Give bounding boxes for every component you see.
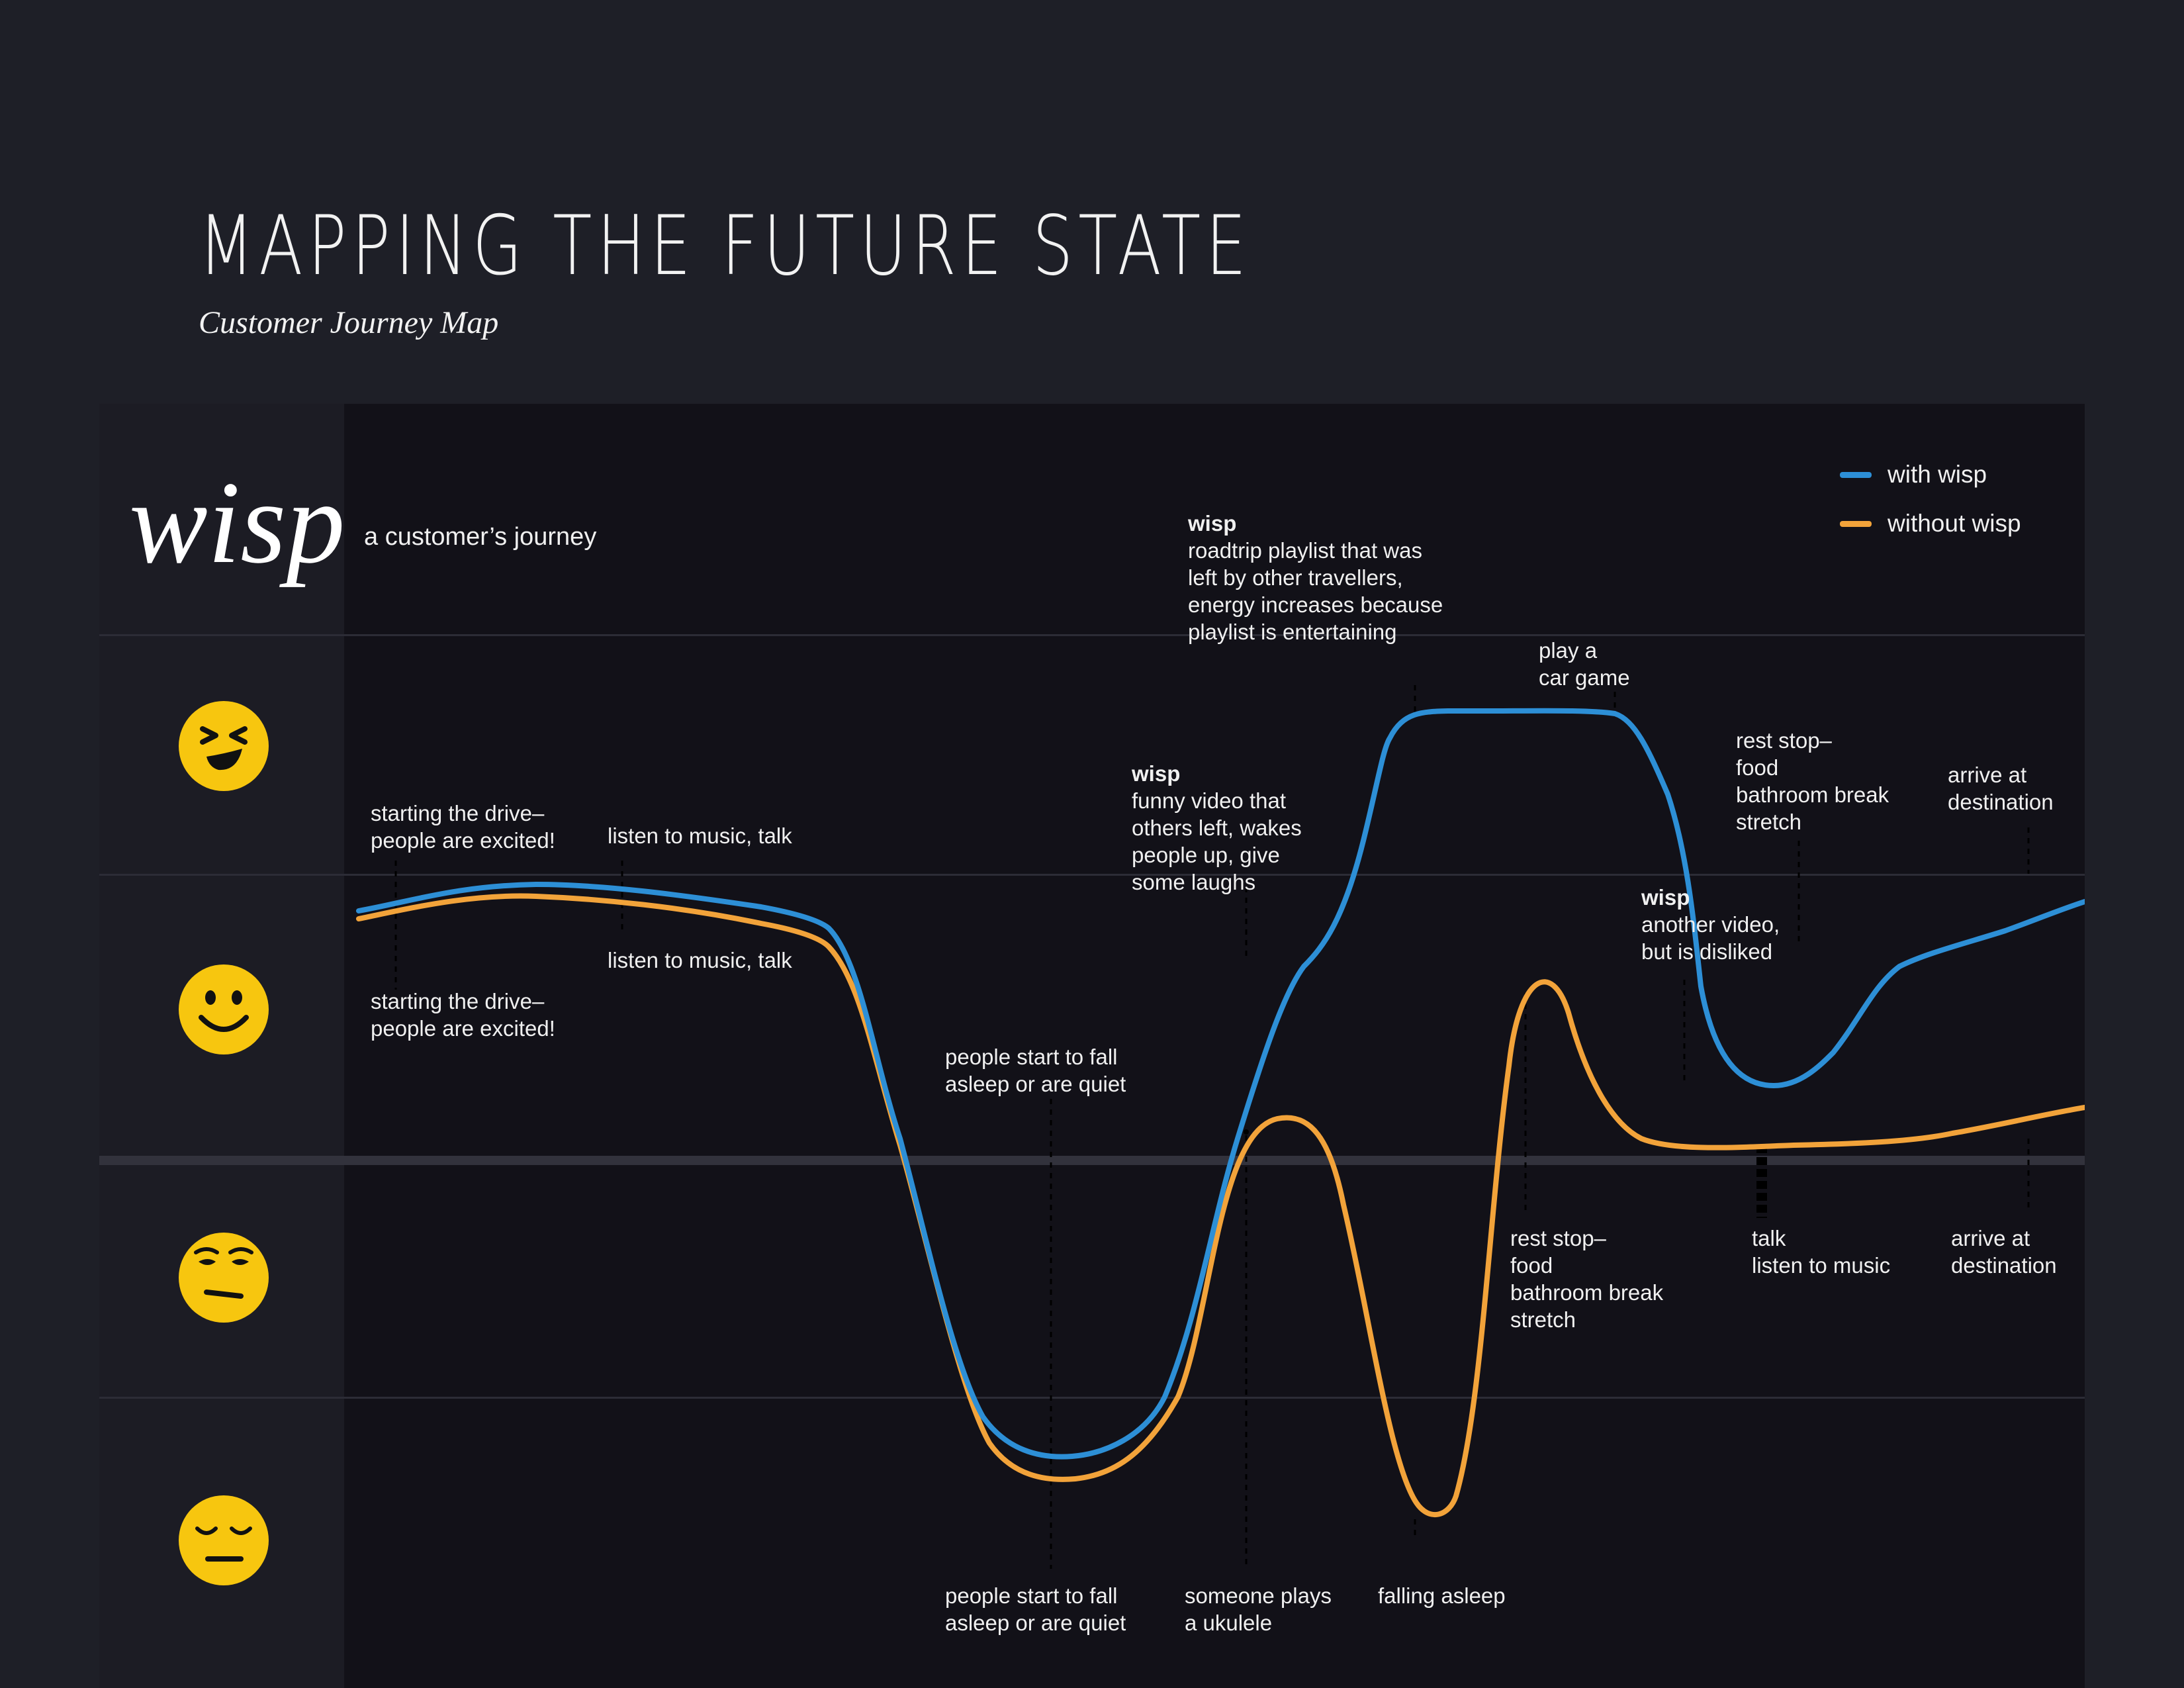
- annotation-without-music-talk: listen to music, talk: [608, 948, 792, 972]
- divider-neutral-baseline: [99, 1156, 2085, 1165]
- annotation-without-start-drive: starting the drive– people are excited!: [371, 989, 555, 1041]
- legend-label-with-wisp: with wisp: [1888, 461, 1987, 488]
- page-title: MAPPING THE FUTURE STATE: [199, 199, 1251, 294]
- divider-sad: [99, 1397, 2085, 1399]
- skeptical-face-icon: [179, 1233, 269, 1323]
- legend-item-with-wisp: with wisp: [1840, 450, 2021, 499]
- annotation-with-car-game: play a car game: [1539, 638, 1630, 690]
- journey-map-panel: wisp a customer’s journey with wisp with…: [99, 404, 2085, 1688]
- without-wisp-line: [356, 893, 2085, 1518]
- journey-chart: [356, 685, 2085, 1569]
- legend: with wisp without wisp: [1840, 450, 2021, 548]
- divider-header: [99, 634, 2085, 636]
- page-subtitle: Customer Journey Map: [199, 305, 499, 340]
- annotation-text-funny-video: funny video that others left, wakes peop…: [1132, 788, 1302, 894]
- annotation-without-rest-stop: rest stop– food bathroom break stretch: [1510, 1226, 1664, 1332]
- annotation-without-ukulele: someone plays a ukulele: [1185, 1583, 1332, 1635]
- annotation-with-arrive: arrive at destination: [1948, 763, 2054, 814]
- annotation-without-fall-asleep: people start to fall asleep or are quiet: [945, 1583, 1126, 1635]
- annotation-head-wisp: wisp: [1132, 761, 1181, 786]
- legend-swatch-with-wisp: [1840, 471, 1872, 478]
- wisp-logo: wisp: [129, 457, 345, 588]
- smiling-face-icon: [179, 964, 269, 1055]
- annotation-with-fall-asleep: people start to fall asleep or are quiet: [945, 1045, 1126, 1096]
- legend-swatch-without-wisp: [1840, 520, 1872, 527]
- annotation-text-playlist: roadtrip playlist that was left by other…: [1188, 538, 1443, 644]
- legend-item-without-wisp: without wisp: [1840, 499, 2021, 548]
- sleepy-face-icon: [179, 1495, 269, 1585]
- with-wisp-line: [356, 708, 2085, 1460]
- annotation-head-wisp: wisp: [1188, 511, 1237, 536]
- divider-happy: [99, 874, 2085, 876]
- annotation-dots: [1244, 1129, 1249, 1135]
- annotation-without-falling-asleep: falling asleep: [1378, 1583, 1506, 1608]
- annotation-dot-ukulele: [1244, 1129, 1249, 1135]
- annotation-without-talk-music: talk listen to music: [1752, 1226, 1891, 1278]
- annotation-text-another-video: another video, but is disliked: [1641, 912, 1780, 964]
- legend-label-without-wisp: without wisp: [1888, 510, 2021, 537]
- laughing-face-icon: [179, 701, 269, 791]
- leader-lines: [394, 685, 2030, 1569]
- journey-label: a customer’s journey: [364, 523, 597, 551]
- annotation-with-start-drive: starting the drive– people are excited!: [371, 801, 555, 853]
- annotation-with-music-talk: listen to music, talk: [608, 823, 792, 848]
- annotation-with-rest-stop: rest stop– food bathroom break stretch: [1736, 728, 1889, 834]
- annotation-without-arrive: arrive at destination: [1951, 1226, 2057, 1278]
- annotation-head-wisp: wisp: [1641, 885, 1690, 910]
